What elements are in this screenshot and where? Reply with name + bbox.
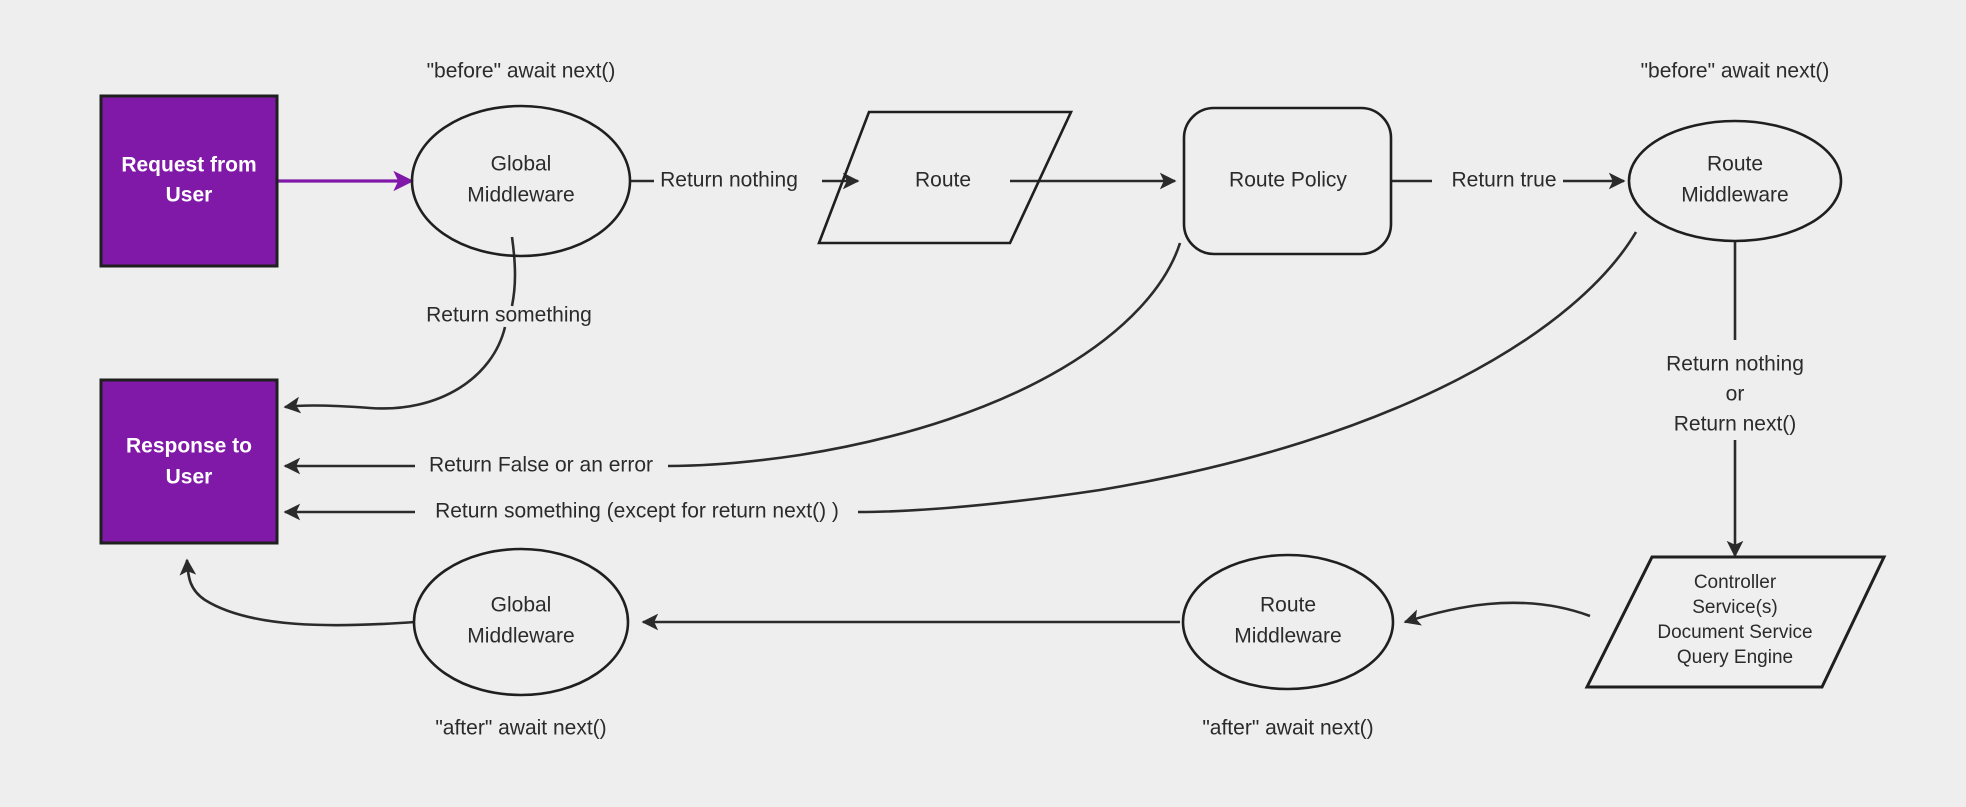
edge-global-middleware-return-something [283, 326, 507, 414]
controller-stack-label-line4: Query Engine [1677, 647, 1793, 668]
annotation-before-await-next-global: "before" await next() [427, 60, 616, 83]
node-route-policy[interactable]: Route Policy [1182, 106, 1393, 256]
node-route[interactable]: Route [817, 110, 1074, 245]
annotation-after-await-next-route: "after" await next() [1202, 717, 1373, 740]
edge-route-middleware-return-something-right [857, 231, 1638, 514]
request-from-user-label-line2: User [166, 184, 213, 207]
global-middleware-before-label-line1: Global [491, 153, 552, 176]
route-middleware-after-ellipse[interactable] [1181, 553, 1395, 691]
node-controller-stack[interactable]: Controller Service(s) Document Service Q… [1584, 555, 1887, 689]
controller-stack-label-line1: Controller [1694, 572, 1777, 593]
global-middleware-after-label-line2: Middleware [467, 625, 574, 648]
edge-label-return-true: Return true [1451, 169, 1556, 192]
edge-label-return-false-or-error: Return False or an error [429, 454, 653, 477]
route-label: Route [915, 169, 971, 192]
edge-label-return-nothing-vertical: Return nothing [1666, 353, 1804, 376]
route-middleware-before-label-line2: Middleware [1681, 184, 1788, 207]
node-request-from-user[interactable]: Request from User [99, 94, 279, 268]
global-middleware-before-ellipse[interactable] [410, 104, 632, 258]
controller-stack-label-line2: Service(s) [1692, 597, 1778, 618]
route-middleware-after-label-line1: Route [1260, 594, 1316, 617]
edge-label-return-something-except-next: Return something (except for return next… [435, 500, 839, 523]
edge-label-return-next-vertical: Return next() [1674, 413, 1797, 436]
edge-label-return-something: Return something [426, 304, 592, 327]
route-middleware-after-label-line2: Middleware [1234, 625, 1341, 648]
annotation-after-await-next-global: "after" await next() [435, 717, 606, 740]
controller-stack-label-line3: Document Service [1657, 622, 1812, 643]
response-to-user-label-line1: Response to [126, 435, 252, 458]
edge-route-policy-return-false-right [667, 242, 1182, 468]
request-from-user-box[interactable] [99, 94, 279, 268]
node-global-middleware-before[interactable]: Global Middleware [410, 104, 632, 258]
response-to-user-box[interactable] [99, 378, 279, 545]
route-policy-label: Route Policy [1229, 169, 1347, 192]
edge-label-return-nothing: Return nothing [660, 169, 798, 192]
edge-controller-to-route-middleware-after [1403, 601, 1591, 626]
node-global-middleware-after[interactable]: Global Middleware [412, 547, 630, 697]
route-middleware-before-ellipse[interactable] [1627, 119, 1843, 243]
global-middleware-before-label-line2: Middleware [467, 184, 574, 207]
edge-label-or-vertical: or [1726, 383, 1745, 406]
global-middleware-after-label-line1: Global [491, 594, 552, 617]
annotation-before-await-next-route: "before" await next() [1641, 60, 1830, 83]
edge-global-middleware-after-to-response [179, 558, 416, 627]
route-parallelogram[interactable] [817, 110, 1074, 245]
route-middleware-before-label-line1: Route [1707, 153, 1763, 176]
request-from-user-label-line1: Request from [121, 154, 256, 177]
node-response-to-user[interactable]: Response to User [99, 378, 279, 545]
node-route-middleware-before[interactable]: Route Middleware [1627, 119, 1843, 243]
global-middleware-after-ellipse[interactable] [412, 547, 630, 697]
edge-global-middleware-return-stub [510, 236, 517, 307]
response-to-user-label-line2: User [166, 466, 213, 489]
route-policy-box[interactable] [1182, 106, 1393, 256]
controller-stack-parallelogram[interactable] [1584, 555, 1887, 689]
node-route-middleware-after[interactable]: Route Middleware [1181, 553, 1395, 691]
